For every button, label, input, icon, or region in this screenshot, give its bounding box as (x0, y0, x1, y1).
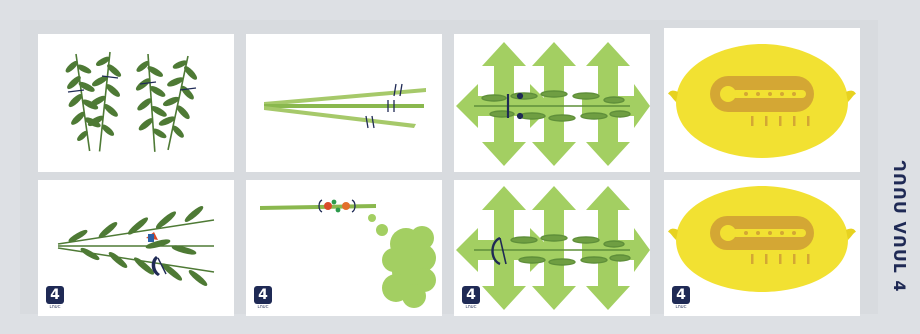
panel-number-badge: 4 ᒪᑎᑌᑕ (254, 286, 272, 310)
badge-number: 4 (462, 286, 480, 304)
three-stalks-icon (264, 83, 426, 129)
syllabics-title: ᒉᑎᑎᑌ ᐯᑎᑌᒪ 4 (890, 160, 909, 293)
badge-caption: ᒪᑎᑌᑕ (675, 304, 687, 309)
panel-number-badge: 4 ᒪᑎᑌᑕ (46, 286, 64, 310)
panel-lemon (664, 28, 860, 172)
panel-number-badge: 4 ᒪᑎᑌᑕ (672, 286, 690, 310)
bundled-branches-icon (57, 205, 215, 287)
panel-bundle: 4 ᒪᑎᑌᑕ (38, 180, 234, 316)
panel-stalk-cloud: 4 ᒪᑎᑌᑕ (246, 180, 442, 316)
panel-arrows-branch (454, 34, 650, 172)
green-arrows-branch-icon (456, 42, 650, 166)
badge-caption: ᒪᑎᑌᑕ (257, 304, 269, 309)
arrows-branch-ring-icon (456, 186, 650, 310)
lemon-thermometer-icon (668, 186, 856, 292)
lemon-thermometer-icon (668, 44, 856, 158)
panel-stalks (246, 34, 442, 172)
panel-arrows-ring: 4 ᒪᑎᑌᑕ (454, 180, 650, 316)
badge-number: 4 (46, 286, 64, 304)
comic-grid: 4 ᒪᑎᑌᑕ (20, 20, 878, 316)
panel-lemon-2: 4 ᒪᑎᑌᑕ (664, 180, 860, 316)
badge-caption: ᒪᑎᑌᑕ (49, 304, 61, 309)
badge-number: 4 (672, 286, 690, 304)
four-herb-sprigs-icon (65, 51, 198, 152)
panel-number-badge: 4 ᒪᑎᑌᑕ (462, 286, 480, 310)
badge-caption: ᒪᑎᑌᑕ (465, 304, 477, 309)
side-caption: ᒉᑎᑎᑌ ᐯᑎᑌᒪ 4 (884, 160, 914, 320)
panel-herb-sprigs (38, 34, 234, 172)
stalk-cloud-icon (260, 199, 436, 308)
badge-number: 4 (254, 286, 272, 304)
